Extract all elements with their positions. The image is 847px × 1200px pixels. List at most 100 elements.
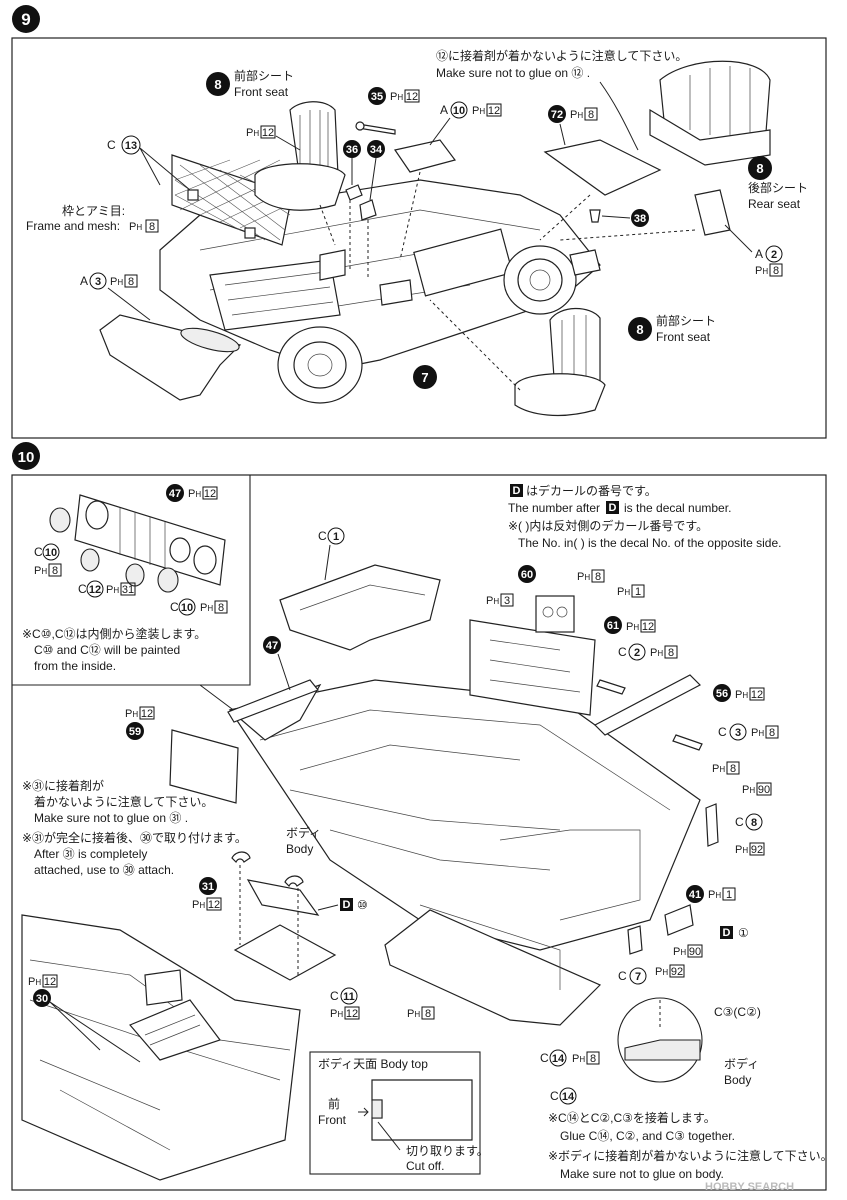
c8-pha: 8 — [730, 763, 736, 775]
bodytop-front-en: Front — [318, 1113, 347, 1127]
body-glue-ja: ※ボディに接着剤が着かないように注意して下さい。 — [548, 1148, 833, 1163]
a3-leader — [107, 287, 151, 321]
c1-part: 1 — [333, 531, 339, 543]
p60-drawing — [535, 595, 575, 633]
p36-badge — [343, 140, 361, 158]
inset-c12-prefix: C — [78, 582, 87, 596]
p60-phb: 3 — [504, 595, 510, 607]
step-10-number: 10 — [18, 449, 35, 466]
fst-leader — [275, 135, 301, 151]
p59-badge — [126, 722, 144, 740]
inset-note-ja: ※C⑩,C⑫は内側から塗装します。 — [22, 626, 206, 641]
inset-note-en2: from the inside. — [34, 659, 116, 673]
ph90-box — [687, 944, 703, 958]
p60-gauge-2 — [556, 606, 568, 618]
p35-badge — [368, 87, 386, 105]
c8-prefix: C — [735, 815, 744, 829]
p30-ph-box — [42, 974, 58, 988]
c1-prefix: C — [318, 529, 327, 543]
step9-note-ja: ⑫に接着剤が着かないように注意して下さい。 — [436, 48, 687, 63]
frame-leader — [139, 147, 191, 191]
fst-ph: 12 — [262, 127, 274, 139]
p30-ph: 12 — [44, 976, 56, 988]
p38-part: 38 — [634, 213, 646, 225]
c14a-ph-label: PH — [572, 1053, 585, 1065]
rear-seat-step: 8 — [756, 161, 763, 176]
body-en: Body — [286, 842, 313, 856]
c7-ph-label: PH — [655, 966, 668, 978]
step-10-badge — [12, 442, 40, 470]
p35-ph: 12 — [406, 91, 418, 103]
c11-badge — [340, 987, 358, 1005]
p47-leader — [277, 653, 291, 691]
lower-body-drawing — [21, 914, 301, 1181]
inset-c10a-ph-label: PH — [34, 565, 47, 577]
d10-leader — [317, 904, 339, 911]
c2-part: 2 — [634, 647, 640, 659]
p31-ph-label: PH — [192, 899, 205, 911]
body2-en: Body — [724, 1073, 751, 1087]
a3-prefix: A — [80, 274, 88, 288]
p60-phb-label: PH — [486, 595, 499, 607]
step9-base-badge — [413, 365, 437, 389]
decal-note-ja: はデカールの番号です。 — [526, 483, 657, 498]
p60-part: 60 — [521, 569, 533, 581]
ph90-label: PH — [673, 946, 686, 958]
p60-gauge-1 — [542, 606, 554, 618]
c11-guides — [239, 865, 299, 975]
bodytop-cut-en: Cut off. — [406, 1159, 444, 1173]
inset-c10a-ph: 8 — [52, 565, 58, 577]
fst-ph-box — [260, 125, 276, 139]
c11-ph: 12 — [346, 1008, 358, 1020]
c11-part: 11 — [343, 991, 355, 1003]
c3-ph-label: PH — [751, 727, 764, 739]
inset-c10b-prefix: C — [170, 600, 179, 614]
a3-ph-label: PH — [110, 276, 123, 288]
p34-badge — [367, 140, 385, 158]
c8-phc-label: PH — [735, 844, 748, 856]
detail-section — [624, 1039, 701, 1061]
attach-en2: attached, use to ㉚ attach. — [34, 863, 174, 877]
p41-ph-label: PH — [708, 889, 721, 901]
p36-part: 36 — [346, 144, 358, 156]
p59-ph-box — [139, 706, 155, 720]
bodytop-arrow — [358, 1107, 369, 1117]
glue-en: Glue C⑭, C②, and C③ together. — [560, 1129, 735, 1143]
d1-box — [720, 926, 733, 939]
d10-letter: D — [343, 899, 351, 911]
p35-knob — [355, 121, 365, 131]
p56-part: 56 — [716, 688, 728, 700]
body-drawing — [228, 564, 701, 1026]
opposite-note-ja: ※( )内は反対側のデカール番号です。 — [508, 518, 708, 533]
p72-part: 72 — [551, 109, 563, 121]
c8-phc: 92 — [751, 844, 763, 856]
bodytop-cut-leader — [377, 1121, 401, 1151]
d10-num: ⑩ — [357, 898, 368, 912]
frame-label-en: Frame and mesh: — [26, 219, 120, 233]
part-13-badge — [121, 135, 141, 155]
step9-base-num: 7 — [421, 370, 428, 385]
body-glue-en: Make sure not to glue on body. — [560, 1167, 724, 1181]
c14b-prefix: C — [550, 1089, 559, 1103]
c14a-prefix: C — [540, 1051, 549, 1065]
c14b-part: 14 — [562, 1091, 575, 1103]
c3-ph-box — [765, 725, 779, 739]
p36-34-leaders — [351, 157, 377, 201]
fst-ph-label: PH — [246, 127, 259, 139]
p56-drawing — [593, 674, 702, 736]
a2-ph-label: PH — [755, 265, 768, 277]
p72-drawing — [543, 139, 662, 196]
inset-p47-ph-box — [202, 486, 218, 500]
inset-c12-ph-label: PH — [106, 584, 119, 596]
p56-ph-label: PH — [735, 689, 748, 701]
p30-ph-label: PH — [28, 976, 41, 988]
c14a-part: 14 — [552, 1053, 565, 1065]
a10-drawing — [394, 139, 457, 173]
p56-badge — [713, 684, 731, 702]
d1-letter: D — [723, 927, 731, 939]
front-seat-bottom-step: 8 — [636, 322, 643, 337]
p60-badge — [518, 565, 536, 583]
opposite-note-en: The No. in( ) is the decal No. of the op… — [518, 536, 781, 550]
front-seat-top-drawing — [254, 101, 346, 211]
p36-34-guides — [349, 200, 369, 280]
